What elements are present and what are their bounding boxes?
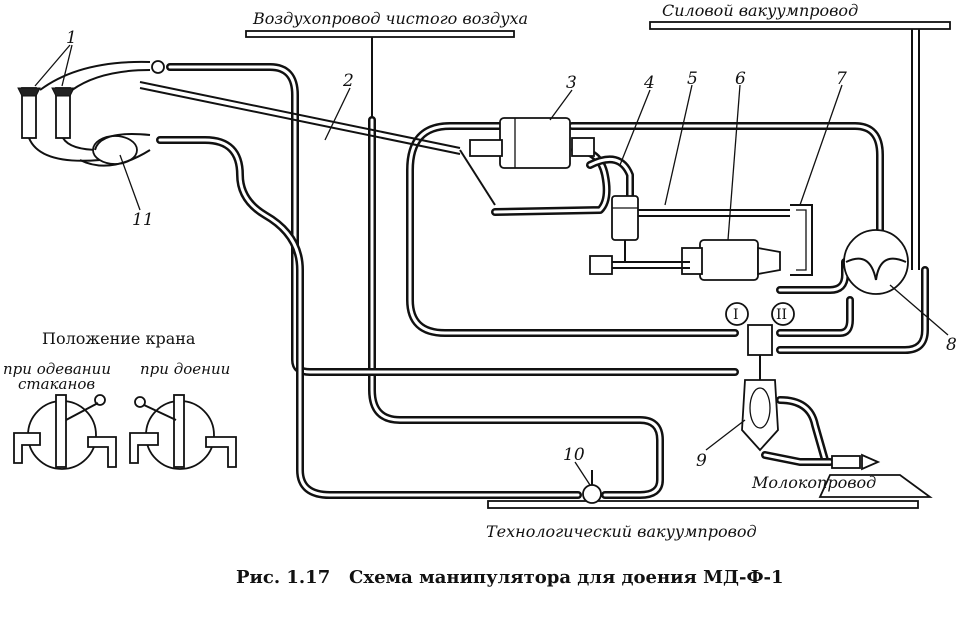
hoses (156, 63, 929, 499)
valve-legend-fitting-line1: при одевании (3, 360, 111, 378)
device-4 (611, 195, 639, 262)
valve-legend-milking: при доении (140, 360, 230, 378)
milk-fittings (831, 453, 881, 471)
label-8: 8 (946, 335, 957, 355)
label-3: 3 (566, 73, 577, 93)
label-valve-II: II (776, 307, 787, 323)
valve-position-fitting-cups (13, 394, 117, 470)
valve-10 (582, 470, 602, 504)
valve-legend-title: Положение крана (42, 329, 196, 348)
rod-5 (638, 209, 790, 217)
figure-caption: Рис. 1.17 Схема манипулятора для доения … (236, 567, 784, 588)
milk-separator-9 (741, 379, 779, 452)
power-vacuum-pipeline-label: Силовой вакуумпровод (662, 1, 858, 20)
clean-air-pipeline (245, 30, 515, 125)
control-rod (139, 81, 496, 206)
label-4: 4 (643, 73, 655, 93)
milk-pipeline-label: Молокопровод (751, 473, 876, 492)
valve-block-I-II (725, 302, 795, 380)
bracket-7 (790, 204, 813, 276)
label-7: 7 (836, 69, 847, 89)
valve-8 (843, 229, 909, 295)
process-vacuum-pipeline-label: Технологический вакуумпровод (486, 522, 757, 541)
label-valve-I: I (733, 307, 739, 323)
valve-legend-fitting-line2: стаканов (18, 375, 95, 393)
label-2: 2 (342, 71, 354, 91)
milk-pipeline (818, 474, 933, 498)
leader-lines (34, 44, 949, 486)
label-11: 11 (132, 210, 154, 230)
label-5: 5 (687, 69, 698, 89)
milking-claw (79, 133, 151, 167)
device-3 (469, 117, 595, 169)
process-vacuum-pipeline (487, 500, 919, 509)
device-6 (589, 239, 781, 281)
label-10: 10 (563, 445, 585, 465)
label-1: 1 (66, 28, 77, 48)
power-vacuum-pipeline (649, 21, 951, 270)
valve-position-milking (129, 394, 237, 470)
clean-air-pipeline-label: Воздухопровод чистого воздуха (252, 9, 528, 28)
label-9: 9 (696, 451, 707, 471)
label-6: 6 (735, 69, 746, 89)
teat-cups (17, 60, 165, 162)
